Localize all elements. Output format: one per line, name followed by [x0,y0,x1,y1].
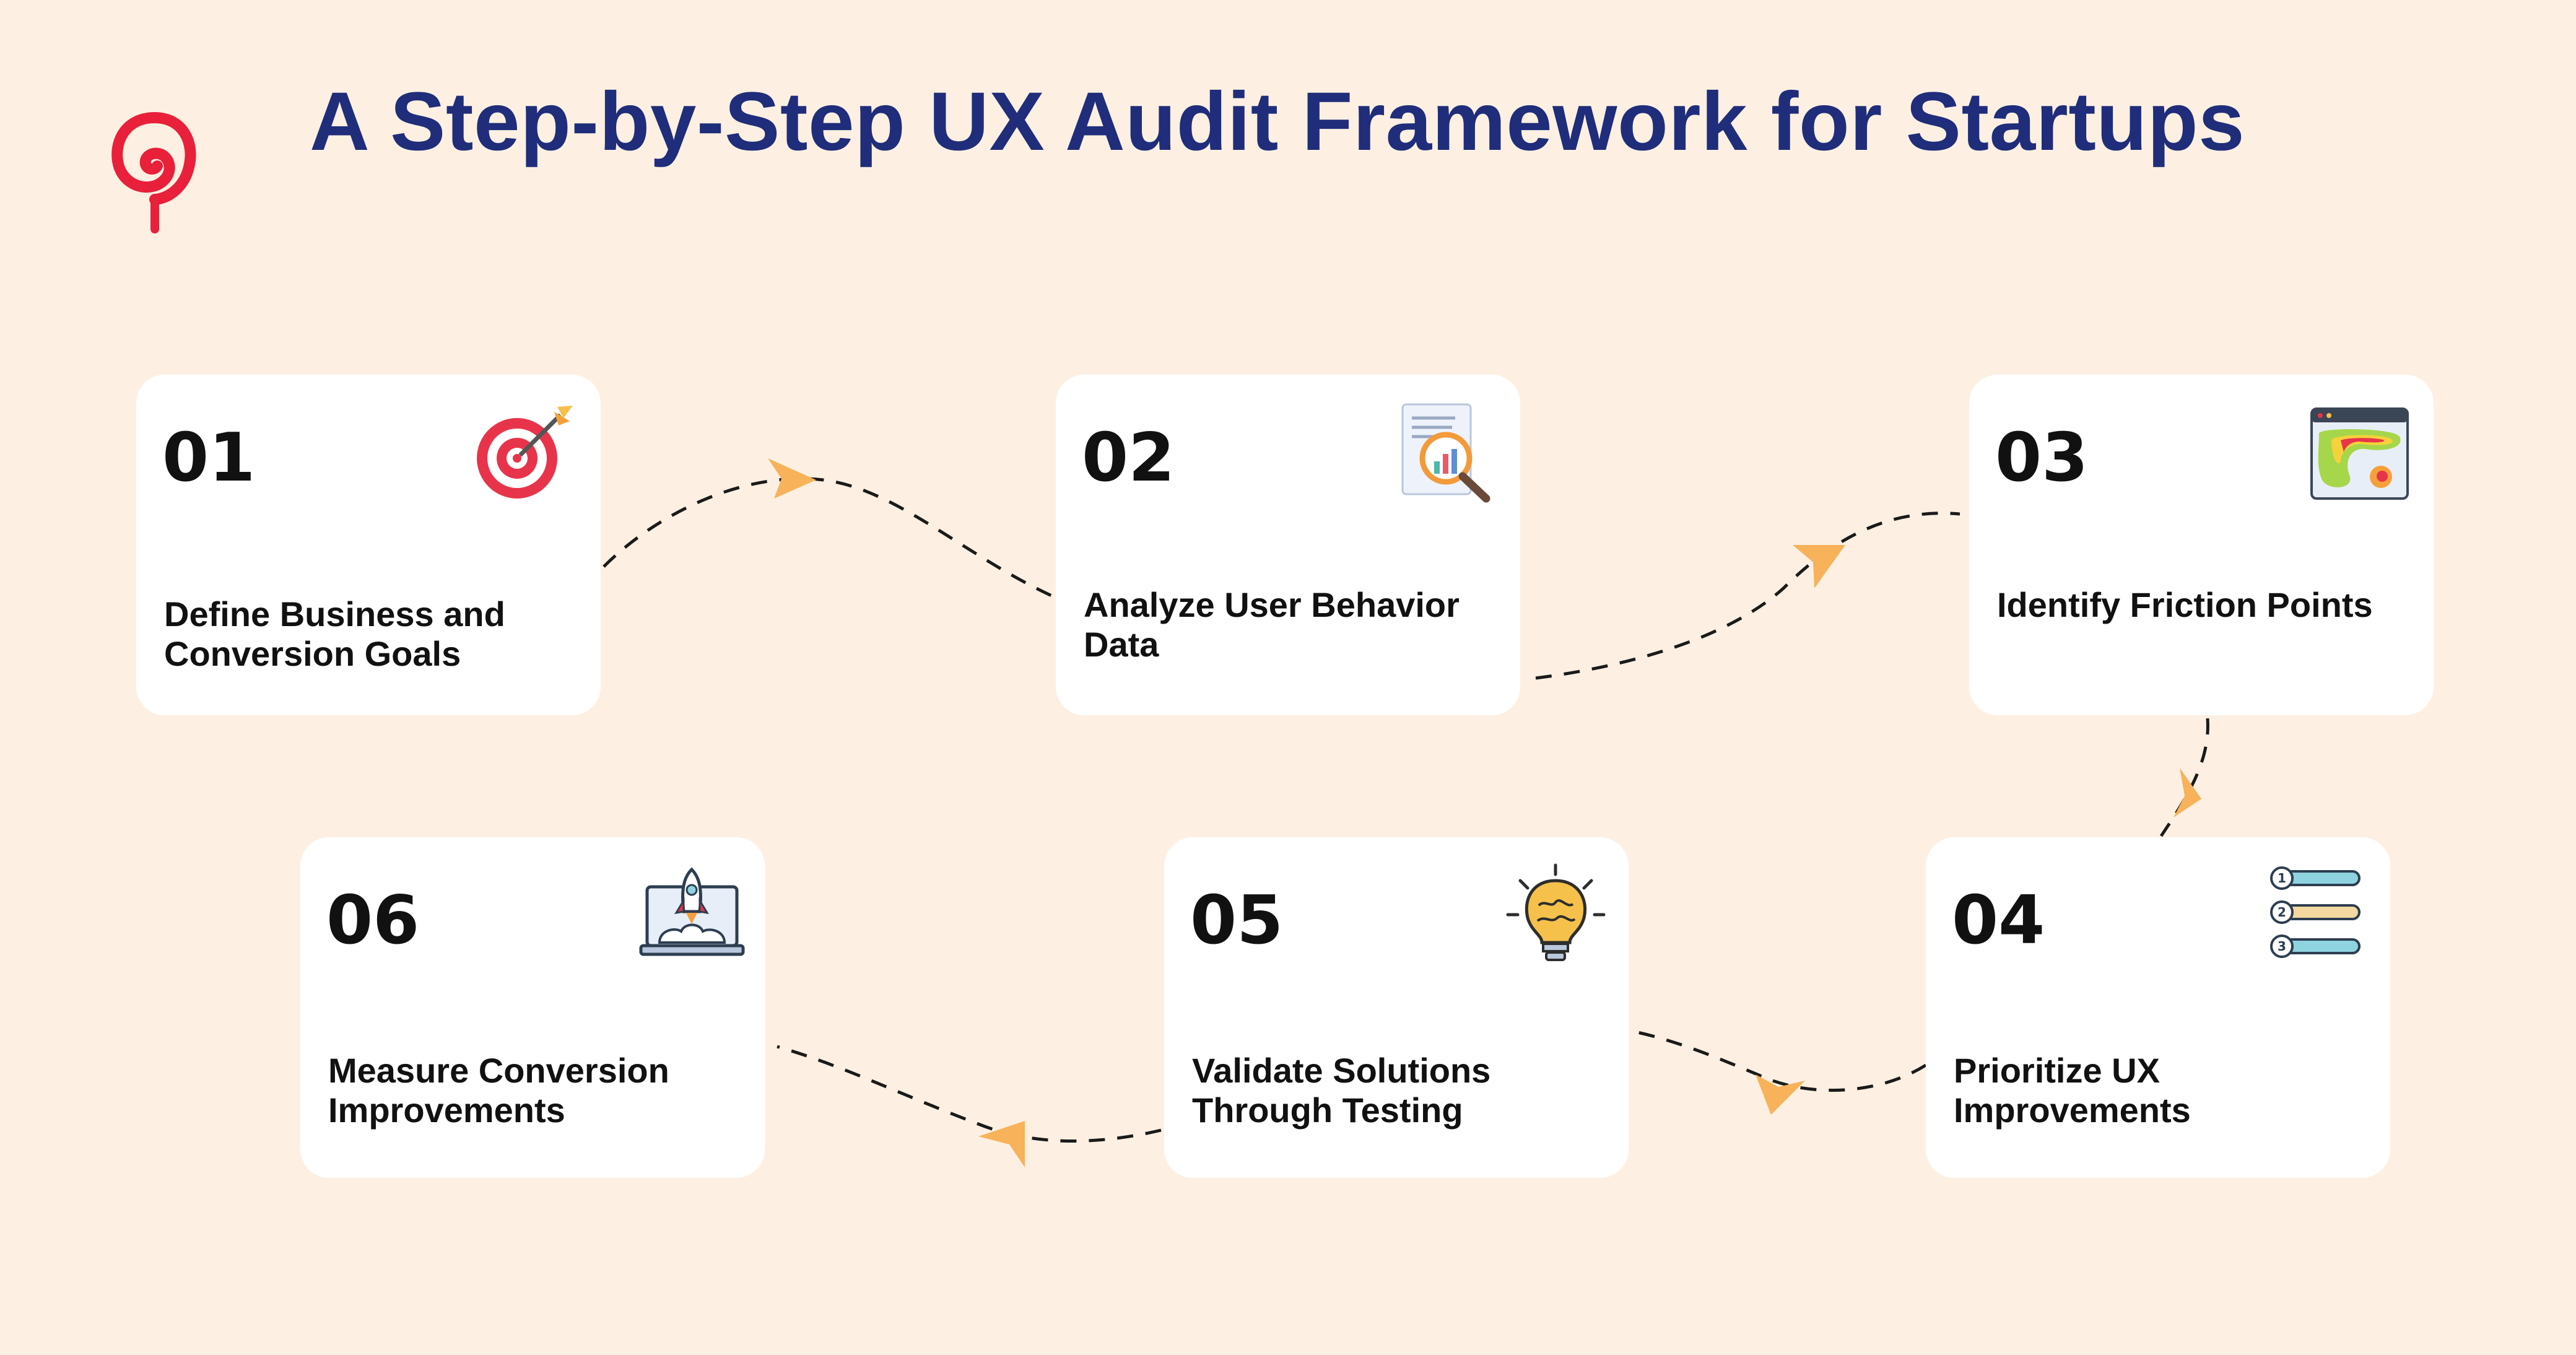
step-card-04: 04 1 2 3 Prioritize UX Improvements [1926,837,2390,1178]
target-icon [477,406,573,499]
step-number: 01 [162,419,256,497]
connector-5-6 [777,1045,1162,1143]
arrow-head-5 [978,1121,1025,1167]
step-label: Identify Friction Points [1997,585,2373,624]
arrow-head-1 [768,458,816,499]
connector-1-2 [603,477,1057,599]
brand-logo [111,112,196,233]
step-label: Define Business and Conversion Goals [164,595,505,673]
step-label: Analyze User Behavior Data [1084,585,1460,664]
page-title: A Step-by-Step UX Audit Framework for St… [310,76,2245,168]
step-number: 02 [1082,419,1175,497]
step-label: Prioritize UX Improvements [1954,1051,2191,1130]
connector-3-4 [2159,718,2209,837]
step-card-05: 05 Validate Solutions Through Testing [1164,837,1629,1178]
priority-2-text: 2 [2278,905,2286,920]
step-label: Validate Solutions Through Testing [1192,1051,1491,1130]
step-number: 04 [1952,882,2045,959]
step-number: 05 [1190,882,1284,959]
heatmap-icon [2310,407,2409,500]
step-number: 06 [326,882,420,959]
arrow-head-3 [2174,768,2201,817]
step-card-03: 03 Identify Friction Points [1969,375,2434,715]
connector-4-5 [1631,1029,1927,1092]
data-analysis-icon [1401,403,1490,503]
brain-bulb-icon [1506,863,1606,961]
step-card-01: 01 Define Business and Conversion Goals [136,375,601,715]
priority-list-icon: 1 2 3 [2270,866,2361,958]
priority-1-text: 1 [2278,871,2286,886]
step-number: 03 [1995,419,2089,497]
step-label: Measure Conversion Improvements [328,1051,669,1130]
connector-2-3 [1535,512,1960,680]
priority-3-text: 3 [2278,939,2286,954]
arrow-head-2 [1793,545,1845,588]
step-card-02: 02 Analyze User Behavior Data [1056,375,1520,715]
step-card-06: 06 Measure Conversion Improvements [300,837,765,1178]
rocket-launch-icon [639,867,745,956]
arrow-head-4 [1756,1074,1805,1115]
